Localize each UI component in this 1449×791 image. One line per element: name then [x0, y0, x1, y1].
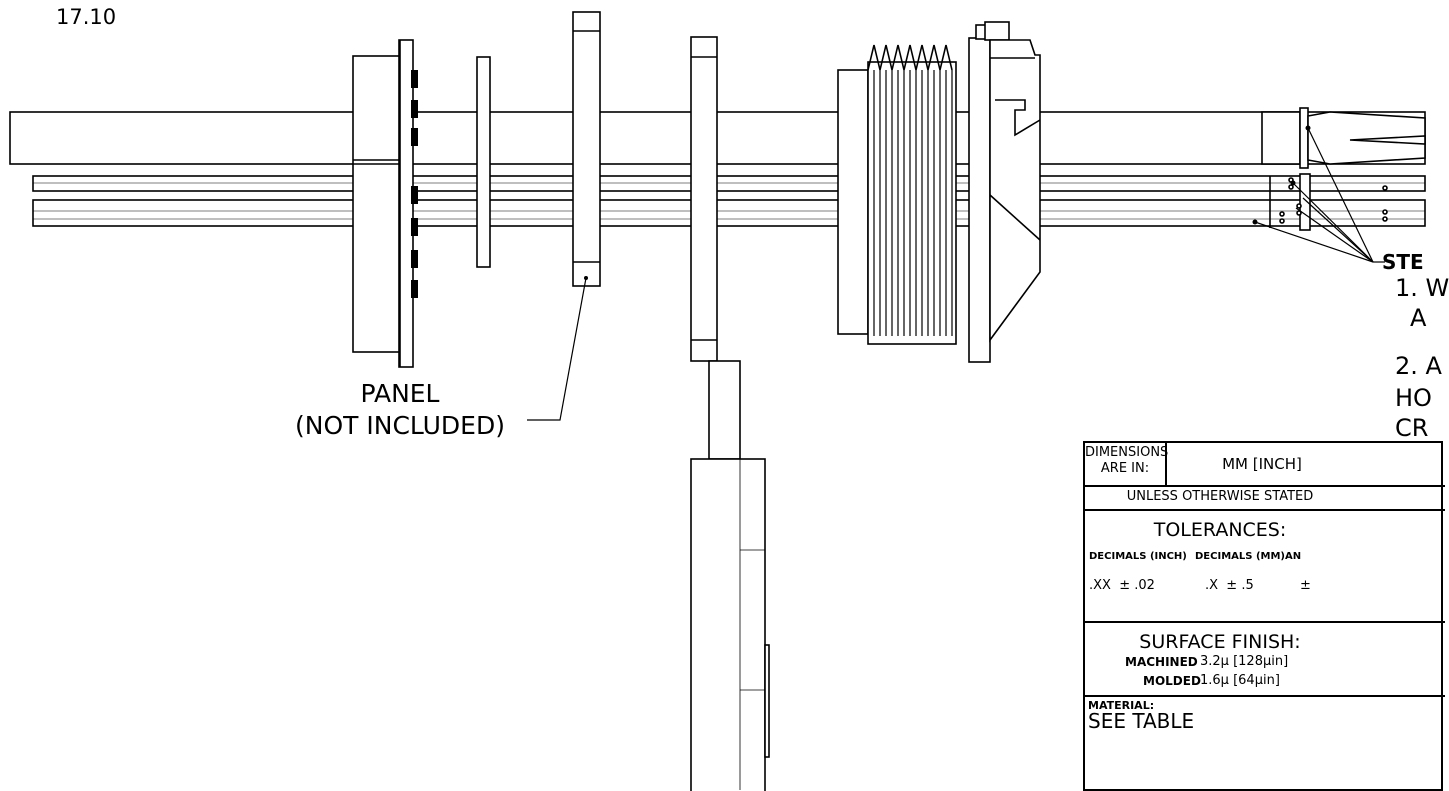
threaded-body — [837, 44, 957, 345]
cable-ferrules — [1261, 107, 1426, 231]
surface-finish-title: SURFACE FINISH: — [1139, 631, 1301, 653]
housing — [968, 21, 1041, 363]
tol-angle: ± — [1300, 578, 1311, 593]
step-notes: STE — [1382, 246, 1424, 279]
col-decimals-inch: DECIMALS (INCH) — [1089, 551, 1187, 562]
unless-stated: UNLESS OTHERWISE STATED — [1126, 489, 1314, 504]
tol-mm: .X ± .5 — [1205, 578, 1254, 593]
step-note-2-cont: HO — [1395, 384, 1432, 412]
step-note-2: 2. A — [1395, 352, 1442, 380]
panel-callout-line2: (NOT INCLUDED) — [295, 411, 505, 440]
leader-lines — [527, 127, 1385, 421]
dimension-label: 17.10 — [56, 5, 117, 29]
assembly-drawing — [9, 11, 1426, 791]
step-notes-header: STE — [1382, 250, 1424, 274]
panel-callout: PANEL (NOT INCLUDED) — [270, 378, 530, 442]
step-note-2-cont2: CR — [1395, 414, 1429, 442]
panel-callout-line1: PANEL — [360, 379, 440, 408]
step-note-1: 1. W — [1395, 274, 1449, 302]
connector-flange — [352, 39, 418, 368]
step-note-1-cont: A — [1410, 304, 1427, 332]
material-label: MATERIAL: — [1088, 699, 1155, 712]
gasket — [476, 56, 491, 268]
tolerances-title: TOLERANCES: — [1153, 519, 1287, 541]
molded-value: 1.6μ [64μin] — [1200, 673, 1280, 688]
wire-upper — [32, 175, 1426, 192]
col-angles: AN — [1285, 551, 1302, 562]
col-decimals-mm: DECIMALS (MM) — [1195, 551, 1285, 562]
machined-value: 3.2μ [128μin] — [1200, 654, 1289, 669]
tol-inch: .XX ± .02 — [1089, 578, 1155, 593]
title-block: DIMENSIONS ARE IN: MM [INCH] UNLESS OTHE… — [1083, 441, 1445, 791]
panel — [572, 11, 601, 287]
nut-with-tag — [690, 36, 770, 791]
machined-label: MACHINED — [1125, 655, 1198, 669]
dimensions-label: DIMENSIONS ARE IN: — [1085, 445, 1169, 476]
molded-label: MOLDED — [1143, 674, 1201, 688]
dimensions-value: MM [INCH] — [1222, 455, 1302, 473]
material-value: SEE TABLE — [1088, 709, 1195, 733]
wire-lower — [32, 199, 1426, 227]
